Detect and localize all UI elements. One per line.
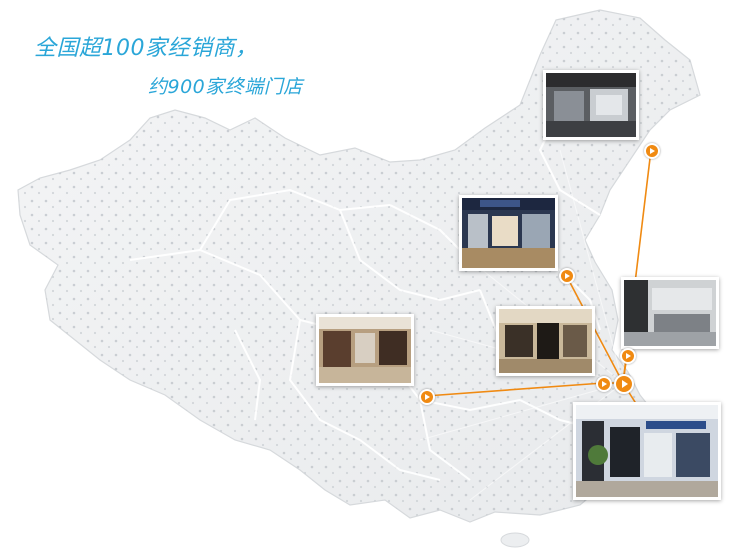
store-photo-central [496,306,595,376]
store-photo-east-coast [621,277,719,349]
location-pin-north[interactable] [559,268,575,284]
location-pin-hub[interactable] [614,374,634,394]
location-pin-northeast[interactable] [644,143,660,159]
store-photo-north [459,195,558,271]
headline-dealers: 全国超100家经销商， [34,36,258,61]
headline-stores: 约900家终端门店 [148,76,303,98]
hainan-island [500,532,530,548]
location-pin-west[interactable] [419,389,435,405]
location-pin-central[interactable] [596,376,612,392]
store-photo-south [573,402,721,500]
store-photo-northeast [543,70,639,140]
store-photo-west [316,314,414,386]
location-pin-east[interactable] [620,348,636,364]
